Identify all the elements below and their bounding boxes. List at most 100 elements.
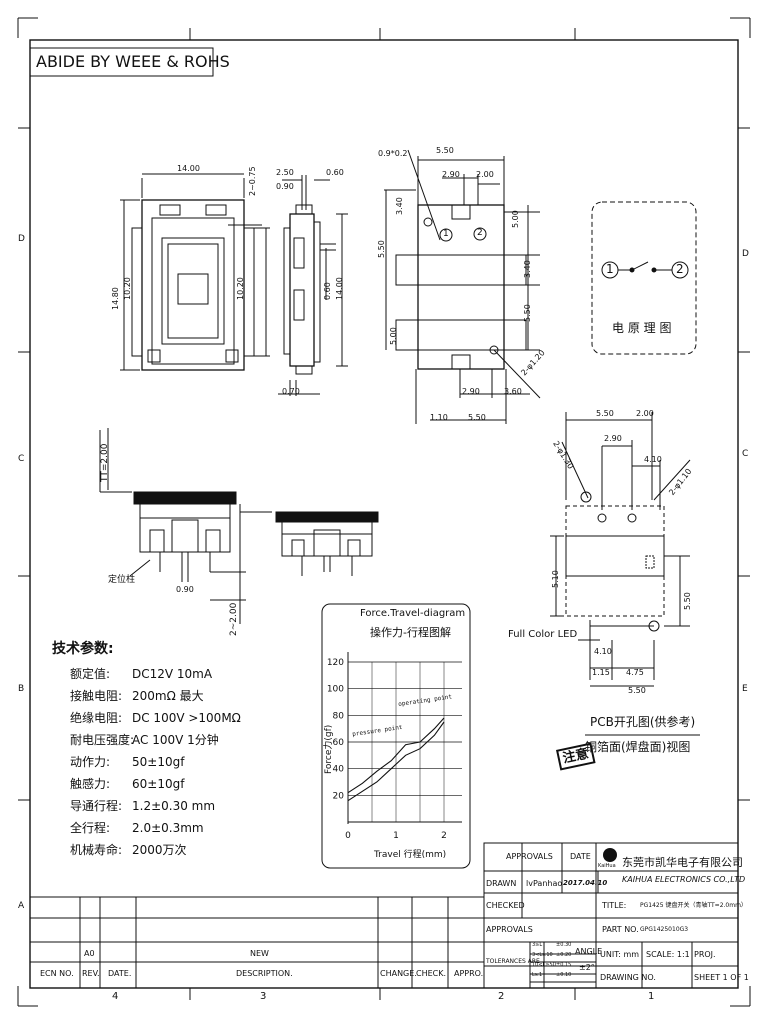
schematic-pin-1: 1 bbox=[606, 262, 614, 276]
tolerance-range: 3≥L bbox=[532, 942, 543, 948]
spec-label: 动作力: bbox=[70, 755, 111, 769]
header-description: DESCRIPTION. bbox=[236, 969, 293, 978]
scale-label: SCALE: 1:1 bbox=[646, 950, 690, 959]
pcb-dim-5-50-bottom: 5.50 bbox=[628, 686, 646, 695]
dim-3-40-left: 3.40 bbox=[395, 197, 404, 215]
drawn-by: lvPanhao bbox=[526, 879, 563, 888]
part-number-label: PART NO. bbox=[602, 925, 639, 934]
spec-label: 机械寿命: bbox=[70, 843, 123, 857]
pcb-dim-4-10-bottom: 4.10 bbox=[594, 647, 612, 656]
dim-14-00-vert: 14.00 bbox=[335, 277, 344, 300]
spec-label: 触感力: bbox=[70, 777, 111, 791]
chart-xlabel: Travel 行程(mm) bbox=[374, 850, 447, 860]
chart-subtitle: 操作力-行程图解 bbox=[370, 626, 451, 639]
dim-inner-height: 10.20 bbox=[123, 277, 132, 300]
header-ecn: ECN NO. bbox=[40, 969, 74, 978]
dim-0-70: 0.70 bbox=[282, 387, 300, 396]
pcb-dim-2-90: 2.90 bbox=[604, 434, 622, 443]
spec-value: 200mΩ 最大 bbox=[132, 689, 204, 703]
chart-title: Force.Travel-diagram bbox=[360, 608, 466, 619]
dim-travel-2-00: 2~2.00 bbox=[229, 602, 239, 636]
dim-5-00-right: 5.00 bbox=[511, 210, 520, 228]
x-tick-label: 1 bbox=[393, 831, 399, 841]
pin-1-label: 1 bbox=[443, 229, 449, 239]
spec-label: 导通行程: bbox=[70, 799, 123, 813]
title-label: TITLE: bbox=[602, 901, 627, 910]
schematic-caption: 电 原 理 图 bbox=[612, 321, 672, 335]
zone-a-left: A bbox=[18, 901, 25, 911]
tolerance-value: ±0.15 bbox=[556, 962, 572, 968]
dim-hole: 0.9*0.2 bbox=[378, 149, 408, 158]
zone-d-right: D bbox=[742, 249, 749, 259]
zone-4: 4 bbox=[112, 991, 119, 1002]
approvals-header: APPROVALS bbox=[506, 852, 553, 861]
checked-label: CHECKED bbox=[486, 901, 525, 910]
y-tick-label: 20 bbox=[333, 791, 345, 801]
pcb-dim-5-50-vert: 5.50 bbox=[683, 592, 692, 610]
series-line-2 bbox=[347, 721, 445, 802]
spec-value: 1.2±0.30 mm bbox=[132, 799, 216, 813]
drawn-label: DRAWN bbox=[486, 879, 517, 888]
zone-3: 3 bbox=[260, 991, 267, 1002]
dim-width: 14.00 bbox=[177, 164, 200, 173]
zone-2: 2 bbox=[498, 991, 505, 1002]
tolerance-value: ±0.30 bbox=[556, 942, 572, 948]
dim-2-90-bottom: 2.90 bbox=[462, 387, 480, 396]
dim-2-50: 2.50 bbox=[276, 168, 294, 177]
dim-0-60-vert: 0.60 bbox=[323, 282, 332, 300]
tolerances-label: TOLERANCES ARE bbox=[486, 958, 540, 965]
spec-value: AC 100V 1分钟 bbox=[132, 733, 219, 747]
dim-3-40-right: 3.40 bbox=[523, 260, 532, 278]
dim-travel-0-90: 0.90 bbox=[176, 585, 194, 594]
zone-c-right: C bbox=[742, 449, 749, 459]
zone-d-left: D bbox=[18, 234, 25, 244]
dim-3-60: 3.60 bbox=[504, 387, 522, 396]
tolerance-value: ±0.10 bbox=[556, 972, 572, 978]
specs-title: 技术参数: bbox=[52, 641, 114, 657]
tolerance-value: ±0.20 bbox=[556, 952, 572, 958]
part-number: GPG1425010G3 bbox=[640, 926, 689, 933]
spec-value: 50±10gf bbox=[132, 755, 185, 769]
spec-label: 绝缘电阻: bbox=[70, 711, 123, 725]
angle-label: ANGLE bbox=[575, 947, 603, 956]
pin-2-label: 2 bbox=[477, 228, 483, 238]
drawing-title: PG1425 键盘开关（青轴TT=2.0mm） bbox=[640, 902, 747, 909]
schematic-pin-2: 2 bbox=[676, 262, 684, 276]
y-tick-label: 120 bbox=[327, 658, 344, 668]
tolerance-range: 3<L≥10 bbox=[532, 952, 553, 958]
sheet-label: SHEET 1 OF 1 bbox=[694, 973, 749, 982]
dim-2-90-top: 2.90 bbox=[442, 170, 460, 179]
pcb-layout-title: PCB开孔图(供参考) bbox=[590, 715, 696, 729]
y-tick-label: 60 bbox=[333, 738, 345, 748]
dim-tab: 2~0.75 bbox=[248, 166, 257, 196]
spec-label: 接触电阻: bbox=[70, 689, 123, 703]
pcb-layout-subtitle: 铜箔面(焊盘面)视图 bbox=[585, 740, 691, 754]
pcb-dim-1-15: 1.15 bbox=[592, 668, 610, 677]
spec-value: DC 100V >100MΩ bbox=[132, 711, 241, 725]
projection-label: PROJ. bbox=[694, 950, 716, 959]
angle-value: ±2° bbox=[579, 963, 595, 972]
spec-value: DC12V 10mA bbox=[132, 667, 213, 681]
x-tick-label: 0 bbox=[345, 831, 351, 841]
header-rev: REV. bbox=[82, 969, 100, 978]
dim-1-10: 1.10 bbox=[430, 413, 448, 422]
dim-0-60: 0.60 bbox=[326, 168, 344, 177]
dim-2-00-top: 2.00 bbox=[476, 170, 494, 179]
x-tick-label: 2 bbox=[441, 831, 447, 841]
drawing-number-label: DRAWING NO. bbox=[600, 973, 656, 982]
revision-description: NEW bbox=[250, 949, 269, 958]
dim-5-50-bottom: 5.50 bbox=[468, 413, 486, 422]
pcb-dim-4-10: 4.10 bbox=[644, 455, 662, 464]
locating-post-label: 定位柱 bbox=[108, 575, 136, 585]
date-header: DATE bbox=[570, 852, 591, 861]
company-name-cn: 东莞市凯华电子有限公司 bbox=[622, 856, 743, 869]
revision-code: A0 bbox=[84, 949, 95, 958]
header-check: CHECK. bbox=[416, 969, 447, 978]
drawn-date: 2017.04.10 bbox=[563, 879, 608, 887]
compliance-note: ABIDE BY WEEE & ROHS bbox=[36, 52, 230, 71]
dim-0-90: 0.90 bbox=[276, 182, 294, 191]
header-change: CHANGE. bbox=[380, 969, 417, 978]
header-approve: APPRO. bbox=[454, 969, 484, 978]
